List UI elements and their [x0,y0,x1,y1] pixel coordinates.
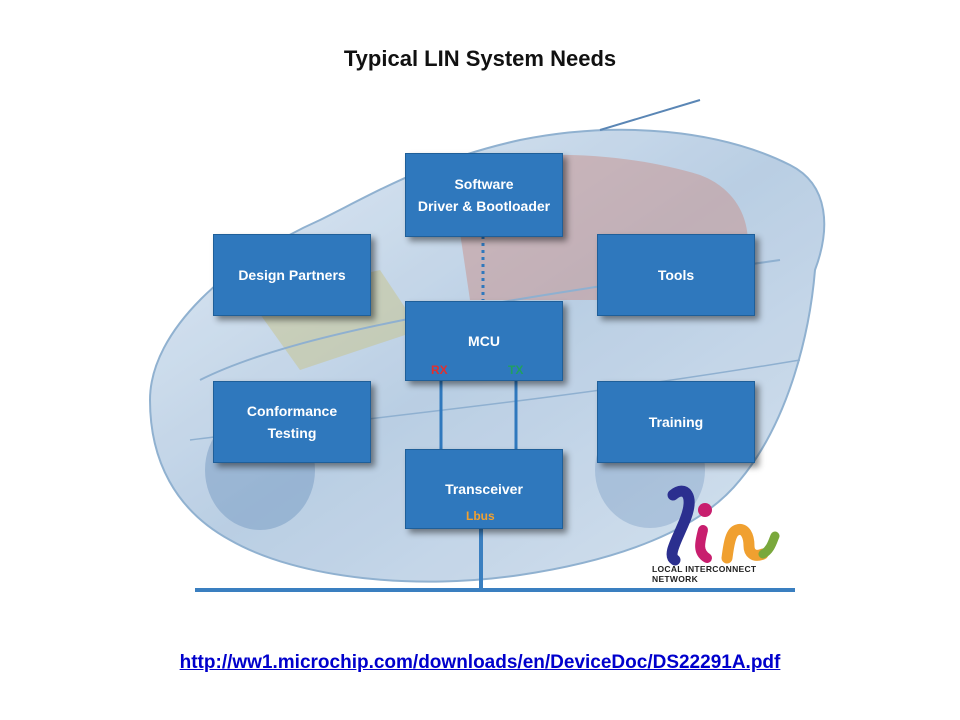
tools-box: Tools [597,234,755,316]
training-box: Training [597,381,755,463]
software-label: Software [454,176,514,192]
rx-pin-label: RX [431,363,448,377]
slide-title: Typical LIN System Needs [343,46,617,71]
software-driver-box: Software Driver & Bootloader [405,153,563,237]
lin-logo-caption: LOCAL INTERCONNECT NETWORK [652,564,757,584]
testing-label: Testing [267,425,317,441]
design-partners-label: Design Partners [238,267,346,283]
conformance-testing-box: Conformance Testing [213,381,371,463]
tools-label: Tools [657,267,695,283]
mcu-box: MCU [405,301,563,381]
lbus-label: Lbus [466,509,495,523]
training-label: Training [648,414,704,430]
tx-pin-label: TX [508,363,524,377]
source-link[interactable]: http://ww1.microchip.com/downloads/en/De… [179,652,781,673]
conformance-label: Conformance [246,403,338,419]
mcu-label: MCU [468,333,500,349]
transceiver-box: Transceiver [405,449,563,529]
transceiver-label: Transceiver [445,481,523,497]
design-partners-box: Design Partners [213,234,371,316]
driver-bootloader-label: Driver & Bootloader [417,198,551,214]
source-link-container: http://ww1.microchip.com/downloads/en/De… [0,652,960,674]
lin-logo [666,485,780,566]
